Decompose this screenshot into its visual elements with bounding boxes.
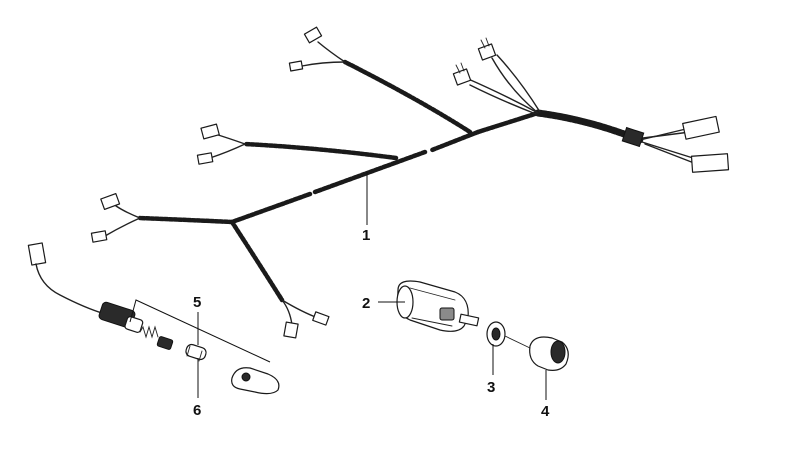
fuse-holder-assembly xyxy=(27,242,280,395)
leader-lines xyxy=(197,172,547,400)
callout-3: 3 xyxy=(487,379,495,396)
callout-2: 2 xyxy=(362,295,370,312)
callout-4: 4 xyxy=(541,403,550,420)
callout-1: 1 xyxy=(362,227,370,244)
switch-assembly xyxy=(396,280,569,371)
callout-5: 5 xyxy=(193,294,201,311)
wiring-harness xyxy=(90,26,730,339)
callout-6: 6 xyxy=(193,402,201,419)
